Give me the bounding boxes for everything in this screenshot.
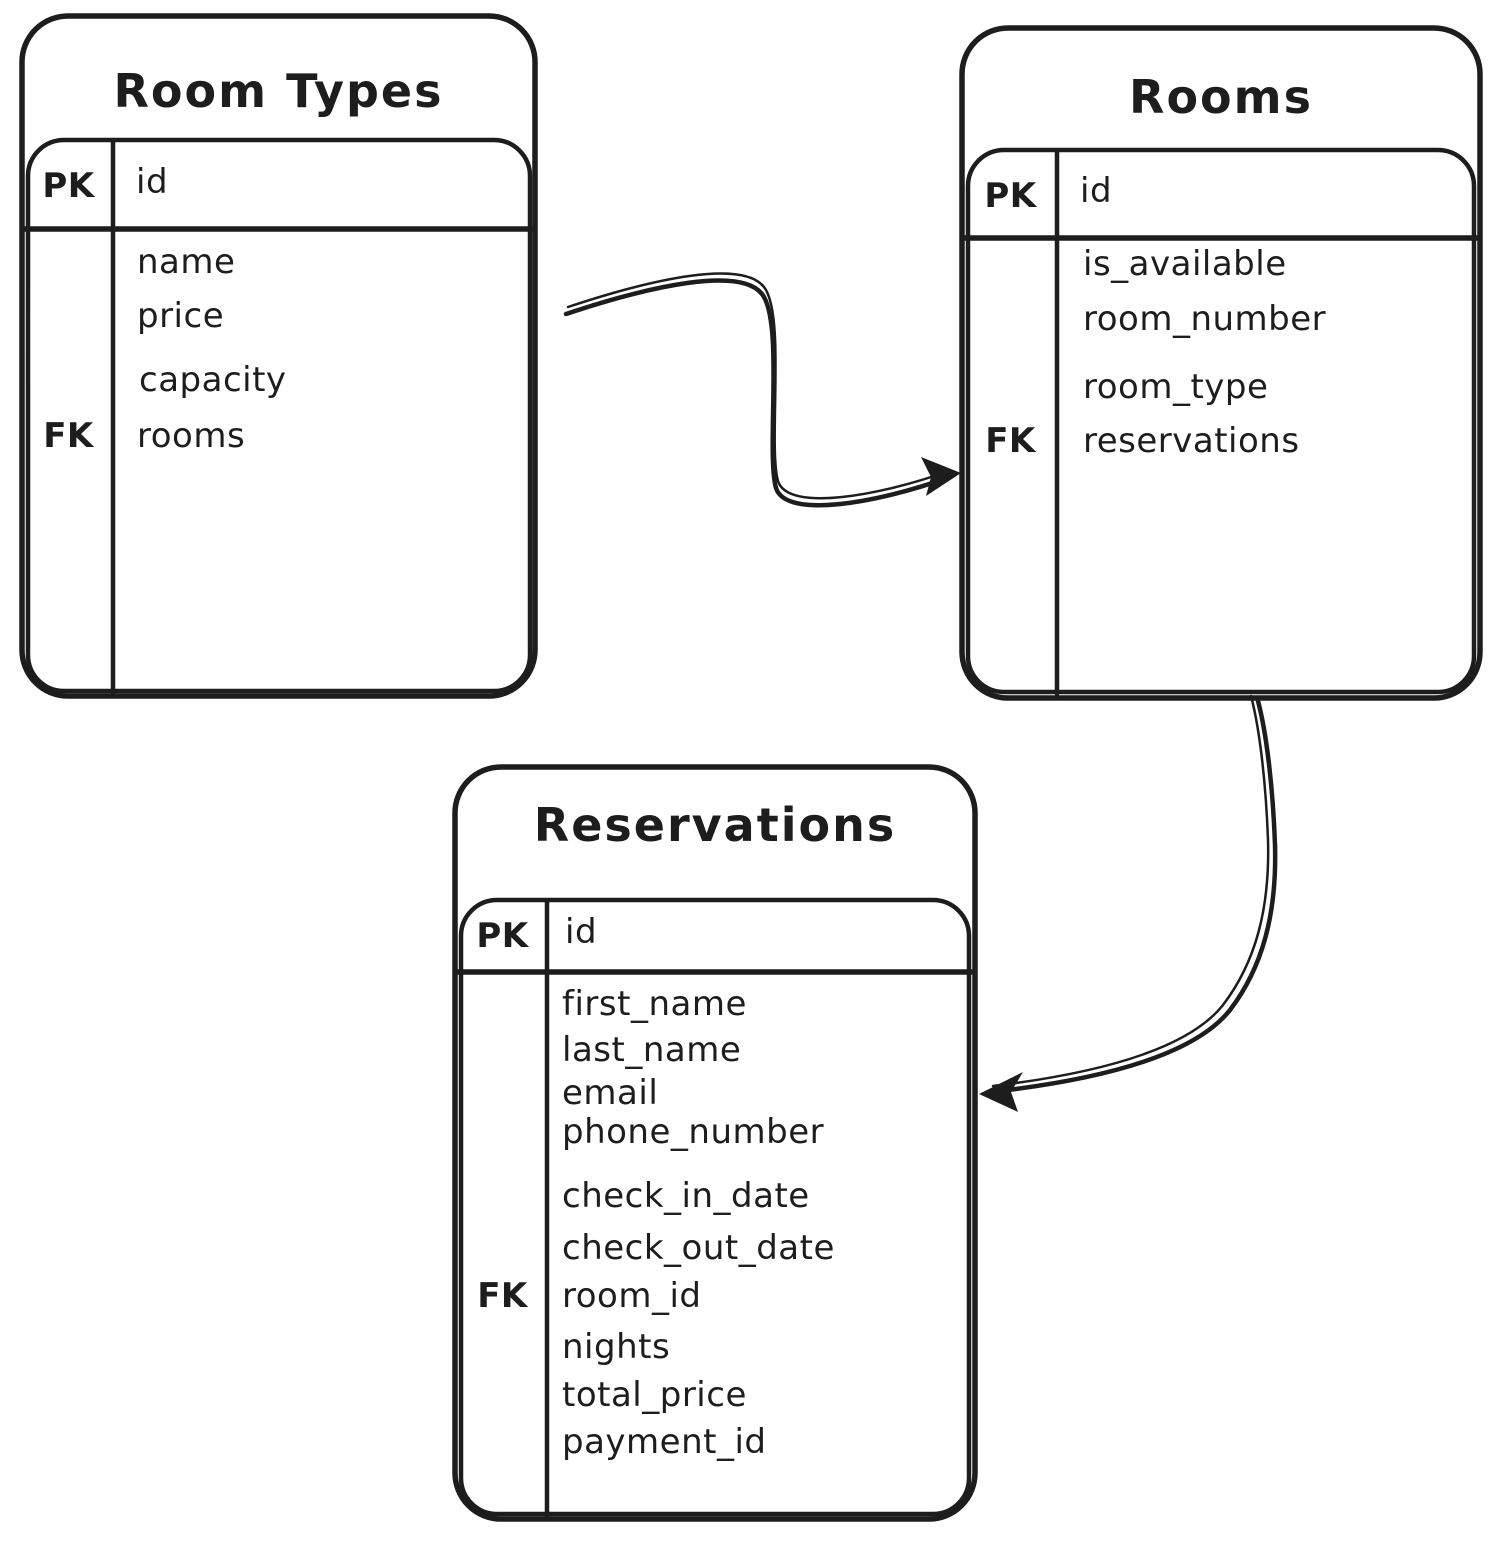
reservations-field-nights: nights <box>562 1327 671 1367</box>
reservations-pk-label: PK <box>476 916 529 956</box>
reservations-field-email: email <box>562 1073 659 1113</box>
room-types-inner-border <box>25 137 533 694</box>
arrowhead <box>979 1072 1023 1112</box>
room-types-pk-label: PK <box>42 166 95 206</box>
table-title-rooms: Rooms <box>1129 70 1313 124</box>
reservations-field-total-price: total_price <box>562 1375 747 1415</box>
reservations-field-check-out-date: check_out_date <box>562 1228 835 1268</box>
rooms-pk-label: PK <box>984 176 1037 216</box>
rooms-field-id: id <box>1080 171 1113 211</box>
reservations-field-phone-number: phone_number <box>562 1112 825 1152</box>
reservations-field-payment-id: payment_id <box>562 1422 767 1462</box>
rooms-field-room-type: room_type <box>1083 367 1269 407</box>
rooms-inner-border <box>965 147 1477 695</box>
arrow-shaft <box>997 698 1278 1094</box>
rooms-field-reservations: reservations <box>1083 421 1300 461</box>
reservations-field-first-name: first_name <box>562 984 747 1024</box>
table-frame-room-types[interactable] <box>19 13 538 699</box>
room-types-field-capacity: capacity <box>139 360 287 400</box>
reservations-field-id: id <box>565 912 598 952</box>
rooms-field-room-number: room_number <box>1083 299 1327 339</box>
table-title-reservations: Reservations <box>533 798 897 852</box>
reservations-field-check-in-date: check_in_date <box>562 1176 810 1216</box>
room-types-field-id: id <box>136 162 169 202</box>
room-types-field-rooms: rooms <box>137 416 246 456</box>
arrowhead <box>921 457 961 496</box>
arrow-room-types-to-rooms[interactable] <box>563 272 961 508</box>
reservations-field-room-id: room_id <box>562 1276 702 1316</box>
room-types-fk-label: FK <box>43 416 94 456</box>
reservations-fk-label: FK <box>477 1276 528 1316</box>
reservations-outer-border <box>452 764 978 1522</box>
room-types-field-name: name <box>137 242 236 282</box>
rooms-fk-label: FK <box>985 421 1036 461</box>
arrow-shaft <box>563 278 950 508</box>
rooms-field-is-available: is_available <box>1083 244 1287 284</box>
arrow-shaft-echo <box>991 694 1270 1088</box>
room-types-field-price: price <box>137 296 225 336</box>
arrow-rooms-to-reservations[interactable] <box>979 694 1278 1112</box>
room-types-outer-border <box>19 13 538 699</box>
table-frame-rooms[interactable] <box>959 25 1483 701</box>
arrow-shaft-echo <box>566 272 951 500</box>
rooms-outer-border <box>959 25 1483 701</box>
reservations-inner-border <box>458 897 972 1517</box>
table-frame-reservations[interactable] <box>452 764 978 1522</box>
reservations-field-last-name: last_name <box>562 1030 742 1070</box>
table-title-room-types: Room Types <box>113 64 444 118</box>
